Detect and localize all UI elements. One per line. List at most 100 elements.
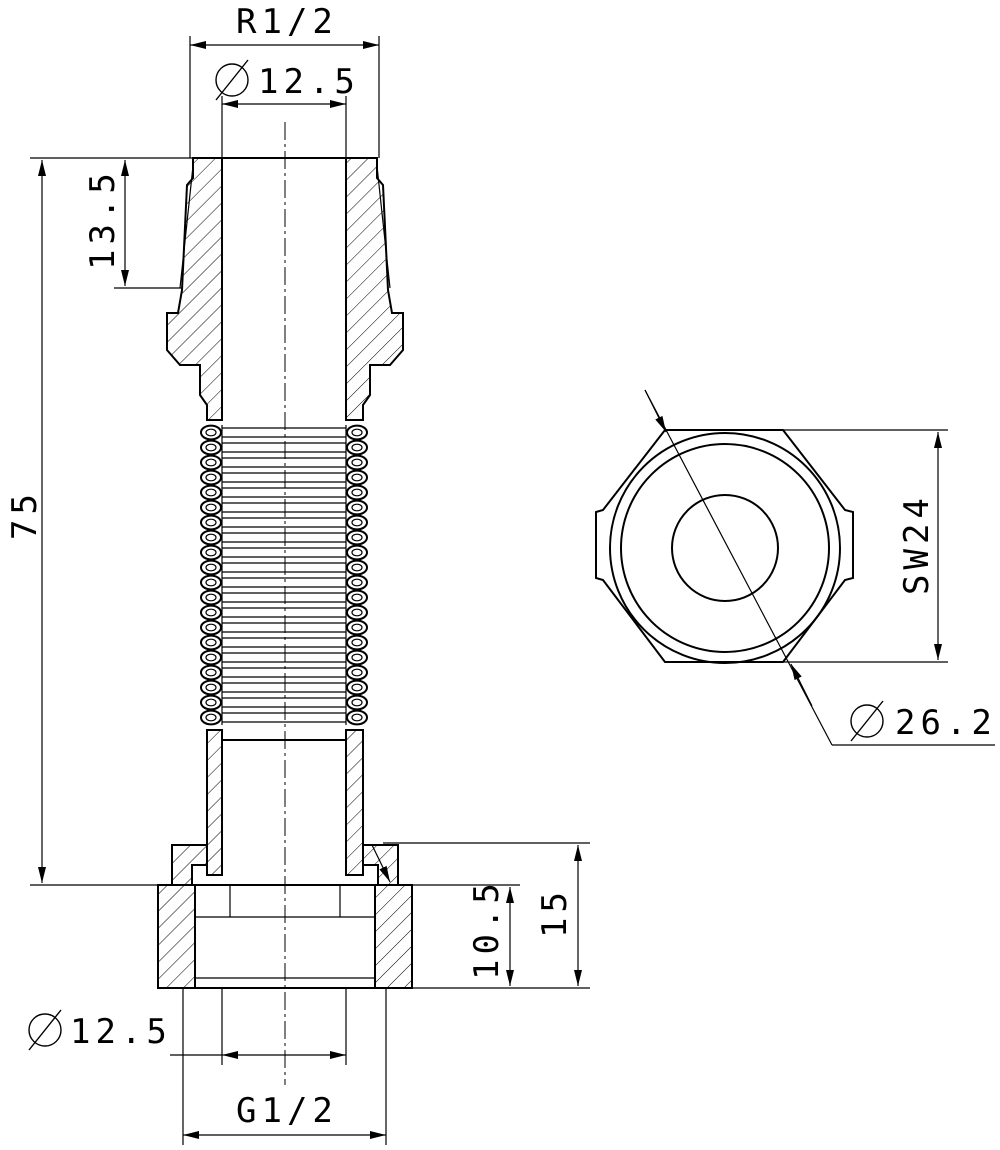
nut-depth-label: 10.5 xyxy=(467,878,507,980)
hose-convolution xyxy=(346,469,368,486)
hose-convolution xyxy=(200,634,222,651)
hose-convolution xyxy=(205,563,217,572)
hose-convolution xyxy=(205,488,217,497)
hose-convolution xyxy=(205,653,217,662)
hose-convolution xyxy=(346,499,368,516)
nut-body xyxy=(157,884,413,989)
hose-convolution xyxy=(346,589,368,606)
hose-convolution xyxy=(200,694,222,711)
hose-convolution xyxy=(205,533,217,542)
hose-convolution xyxy=(346,439,368,456)
hose-convolution xyxy=(351,563,363,572)
middle-circle xyxy=(620,443,830,653)
hose-convolution xyxy=(351,698,363,707)
hose-convolution xyxy=(351,533,363,542)
hose-convolution xyxy=(200,424,222,441)
hose-convolution xyxy=(200,484,222,501)
nut-right-wall xyxy=(374,884,413,989)
thread-root-left xyxy=(179,165,194,289)
hose-convolution xyxy=(351,548,363,557)
hose-convolution xyxy=(346,514,368,531)
hose-convolution xyxy=(200,499,222,516)
hose-convolution xyxy=(346,454,368,471)
hose-convolution xyxy=(200,469,222,486)
hose-convolution xyxy=(346,529,368,546)
hose-convolution xyxy=(200,529,222,546)
upper-fitting-left-wall xyxy=(166,157,223,421)
hose-convolution xyxy=(205,473,217,482)
diameter-icon xyxy=(28,1009,62,1051)
hose-convolution xyxy=(205,548,217,557)
hose-convolution xyxy=(200,574,222,591)
hose-convolution xyxy=(351,578,363,587)
leader-collar xyxy=(371,844,391,883)
diameter-icon xyxy=(850,700,884,742)
hose-convolution xyxy=(205,683,217,692)
hose-convolution xyxy=(346,424,368,441)
hose-convolution xyxy=(346,679,368,696)
hose-convolution xyxy=(200,604,222,621)
hose-convolution xyxy=(205,608,217,617)
hose-convolution xyxy=(205,668,217,677)
upper-fitting-right-wall xyxy=(345,157,404,421)
hose-convolution xyxy=(205,428,217,437)
hose-convolution xyxy=(205,443,217,452)
hex-outline xyxy=(595,429,854,663)
bottom-bore-label: 12.5 xyxy=(70,1012,172,1052)
hose-convolution xyxy=(200,454,222,471)
hose-convolution xyxy=(200,709,222,726)
hose-convolution xyxy=(346,604,368,621)
thread-root-right xyxy=(376,165,391,289)
hose-convolution xyxy=(200,649,222,666)
hose-convolution xyxy=(205,698,217,707)
collar-right xyxy=(362,844,399,886)
hose-convolution xyxy=(200,544,222,561)
hose-convolution xyxy=(346,709,368,726)
dim-line-outer-diameter xyxy=(644,389,833,746)
hose-convolution xyxy=(351,443,363,452)
bottom-thread-label: G1/2 xyxy=(236,1091,338,1131)
hose-convolution xyxy=(351,638,363,647)
hose-convolution xyxy=(205,638,217,647)
hose-convolution xyxy=(200,559,222,576)
lower-tube-right-wall xyxy=(345,729,364,876)
hose-convolution xyxy=(351,458,363,467)
top-bore-label: 12.5 xyxy=(258,62,360,102)
hose-convolution xyxy=(205,578,217,587)
across-flats-label: SW24 xyxy=(897,493,937,595)
hose-convolution xyxy=(346,664,368,681)
hose-convolution xyxy=(351,428,363,437)
hose-convolution xyxy=(346,694,368,711)
hose-convolution xyxy=(351,713,363,722)
diameter-icon xyxy=(215,59,249,101)
nut-height-label: 15 xyxy=(535,887,575,938)
nut-left-wall xyxy=(157,884,196,989)
hose-convolution xyxy=(351,503,363,512)
hose-convolution xyxy=(200,619,222,636)
hose-convolution xyxy=(205,503,217,512)
overall-length-label: 75 xyxy=(5,489,45,540)
hose-convolution xyxy=(205,623,217,632)
hose-convolution xyxy=(346,484,368,501)
hose-convolution xyxy=(346,544,368,561)
hose-convolution xyxy=(351,623,363,632)
hose-convolution xyxy=(200,679,222,696)
collar-left xyxy=(171,844,208,886)
hose-convolution xyxy=(346,559,368,576)
hose-convolution xyxy=(351,608,363,617)
hose-convolution xyxy=(346,619,368,636)
hose-convolution xyxy=(205,713,217,722)
section-view: R1/2 12.5 13.5 75 10.5 15 xyxy=(5,2,590,1145)
hose-convolution xyxy=(351,593,363,602)
hose-convolution xyxy=(351,518,363,527)
hose-convolution xyxy=(346,574,368,591)
hose-convolution xyxy=(351,488,363,497)
hose-convolution xyxy=(200,589,222,606)
hose-convolution xyxy=(205,518,217,527)
hose-convolution xyxy=(351,683,363,692)
outer-circle xyxy=(609,432,841,664)
hose-convolution xyxy=(205,458,217,467)
hose-convolution xyxy=(351,653,363,662)
corrugated-hose xyxy=(200,424,368,726)
